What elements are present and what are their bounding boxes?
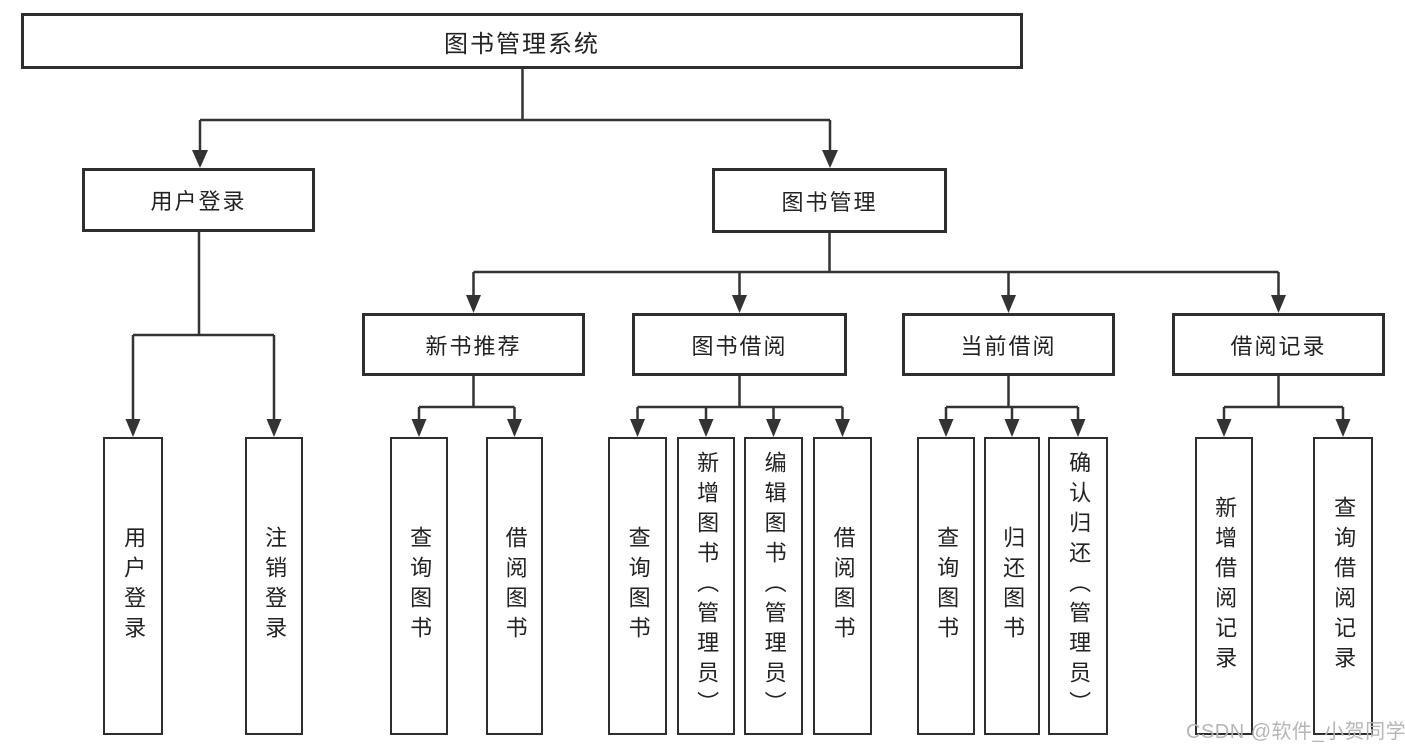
leaf-current-return-book: 归还图书: [984, 437, 1040, 735]
leaf-records-add-record: 新增借阅记录: [1195, 437, 1253, 735]
connector-line: [636, 376, 844, 422]
leaf-borrow-add-book-admin: 新增图书（管理员）: [677, 437, 735, 735]
node-label: 新书推荐: [425, 333, 522, 359]
leaf-borrow-edit-book-admin: 编辑图书（管理员）: [744, 437, 803, 735]
arrowhead: [1216, 419, 1232, 437]
arrowhead: [507, 419, 522, 437]
node-label: 图书借阅: [691, 333, 788, 359]
arrowhead: [125, 419, 141, 437]
arrowhead: [1070, 419, 1086, 437]
node-label: 借阅图书: [830, 526, 856, 646]
arrowhead: [835, 419, 850, 437]
node-label: 新增借阅记录: [1212, 496, 1238, 676]
node-label: 新增图书（管理员）: [694, 451, 720, 721]
node-label: 注销登录: [262, 526, 288, 646]
node-label: 归还图书: [1000, 526, 1026, 646]
arrowhead: [192, 150, 208, 168]
edges-current-borrow-to-leaves: [938, 376, 1086, 437]
leaf-current-query-book: 查询图书: [917, 437, 975, 735]
connector-line: [131, 232, 276, 422]
edges-book-management-to-level2: [466, 233, 1286, 313]
arrowhead: [266, 419, 282, 437]
node-label: 用户登录: [121, 526, 147, 646]
arrowhead: [822, 150, 838, 168]
node-label: 编辑图书（管理员）: [761, 451, 787, 721]
node-label: 查询图书: [625, 526, 651, 646]
node-label: 查询图书: [407, 526, 433, 646]
node-new-book-recommend: 新书推荐: [362, 313, 585, 376]
arrowhead: [1271, 295, 1286, 313]
connector-line: [944, 376, 1080, 422]
arrowhead: [938, 419, 954, 437]
leaf-borrow-query-book: 查询图书: [608, 437, 667, 735]
node-book-borrow: 图书借阅: [632, 313, 847, 376]
arrowhead: [411, 419, 427, 437]
csdn-watermark: CSDN @软件_小贺同学: [1186, 721, 1405, 743]
arrowhead: [1335, 419, 1351, 437]
connector-line: [198, 69, 832, 153]
edges-new-book-recommend-to-leaves: [411, 376, 522, 437]
leaf-recommend-query-book: 查询图书: [390, 437, 448, 735]
node-label: 查询借阅记录: [1331, 496, 1357, 676]
arrowhead: [630, 419, 645, 437]
leaf-borrow-borrow-book: 借阅图书: [813, 437, 872, 735]
leaf-records-query-record: 查询借阅记录: [1313, 437, 1373, 735]
node-book-management: 图书管理: [712, 168, 947, 233]
node-root: 图书管理系统: [21, 13, 1023, 69]
node-label: 确认归还（管理员）: [1066, 451, 1092, 721]
arrowhead: [1004, 419, 1020, 437]
node-current-borrow: 当前借阅: [902, 313, 1115, 376]
edges-borrow-records-to-leaves: [1216, 376, 1351, 437]
arrowhead: [698, 419, 714, 437]
arrowhead: [1001, 295, 1016, 313]
node-borrow-records: 借阅记录: [1172, 313, 1385, 376]
node-label: 图书管理: [781, 189, 878, 215]
node-user-login: 用户登录: [82, 168, 315, 232]
arrowhead: [732, 295, 747, 313]
edges-book-borrow-to-leaves: [630, 376, 850, 437]
node-label: 借阅图书: [502, 526, 528, 646]
node-label: 用户登录: [150, 189, 247, 214]
connector-line: [1222, 376, 1345, 422]
leaf-user-login: 用户登录: [103, 437, 163, 735]
leaf-current-confirm-return-admin: 确认归还（管理员）: [1048, 437, 1108, 735]
edges-root-to-level1: [192, 69, 838, 168]
leaf-recommend-borrow-book: 借阅图书: [486, 437, 543, 735]
node-label: 查询图书: [934, 526, 960, 646]
arrowhead: [766, 419, 781, 437]
node-label: 当前借阅: [960, 333, 1057, 359]
leaf-logout: 注销登录: [245, 437, 303, 735]
edges-user-login-to-leaves: [125, 232, 282, 437]
node-label: 借阅记录: [1230, 333, 1327, 359]
node-label: 图书管理系统: [444, 30, 600, 58]
connector-line: [417, 376, 516, 422]
connector-line: [472, 233, 1280, 298]
arrowhead: [466, 295, 481, 313]
